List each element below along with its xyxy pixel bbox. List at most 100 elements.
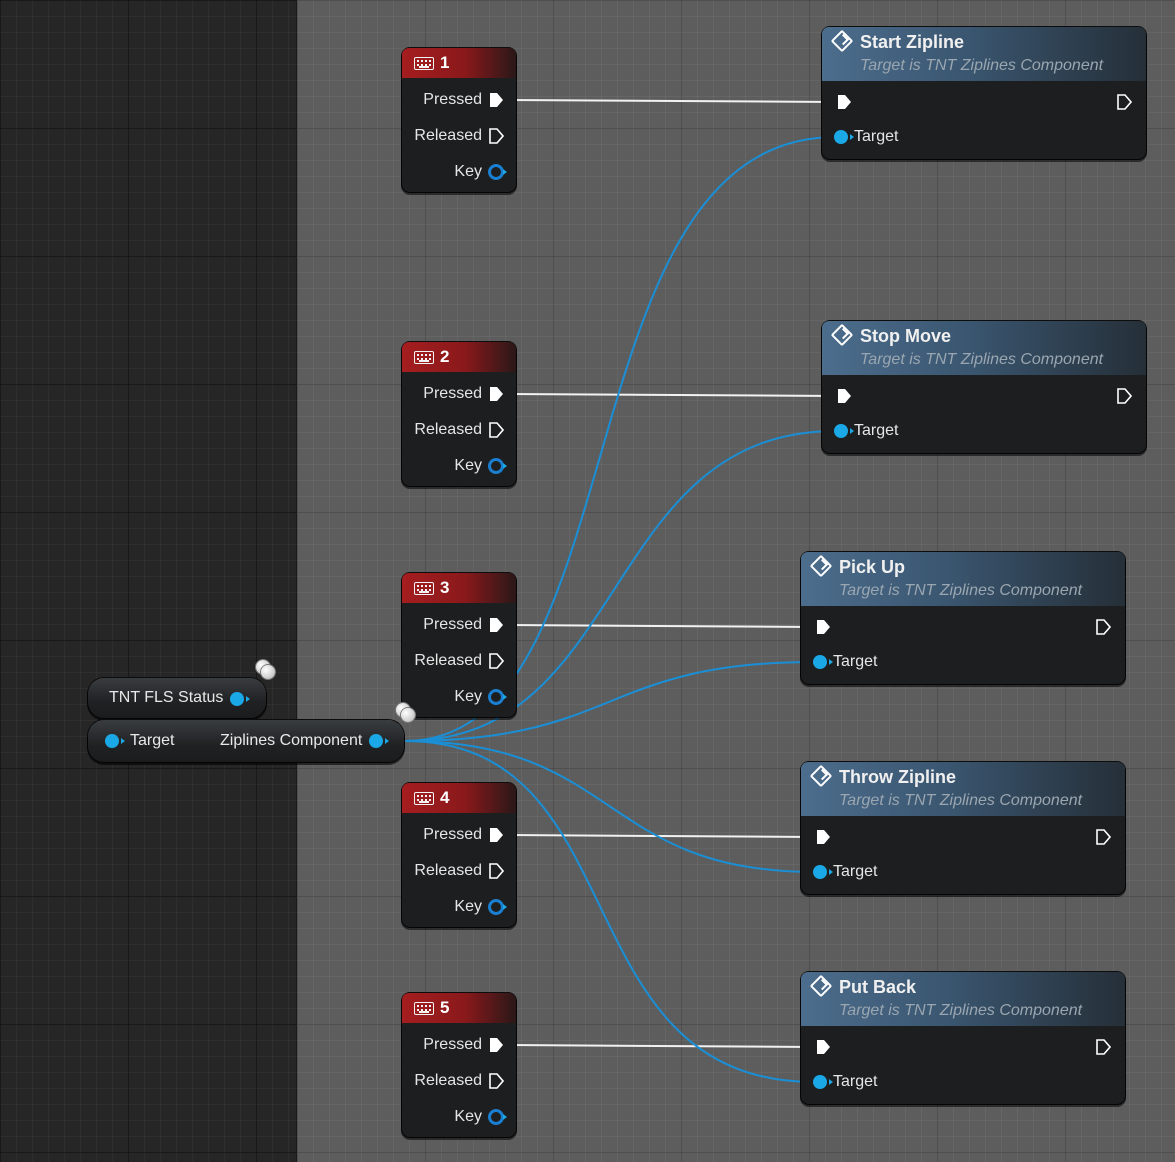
variable-node-tnt-fls-status[interactable]: TNT FLS Status bbox=[88, 678, 266, 718]
function-node-put-back[interactable]: Put Back Target is TNT Ziplines Componen… bbox=[801, 972, 1125, 1104]
pin-label: Key bbox=[454, 1108, 482, 1125]
pin-label: Target bbox=[833, 1073, 878, 1090]
target-pin-row[interactable]: Target bbox=[834, 419, 904, 443]
pin-label: Pressed bbox=[423, 826, 482, 843]
target-pin-row[interactable]: Target bbox=[813, 650, 883, 674]
function-node-throw-zipline[interactable]: Throw Zipline Target is TNT Ziplines Com… bbox=[801, 762, 1125, 894]
key-node-title: 5 bbox=[440, 998, 450, 1017]
exec-pin-hollow-icon[interactable] bbox=[488, 128, 504, 144]
exec-in-pin-icon[interactable] bbox=[836, 94, 852, 110]
exec-pin-hollow-icon[interactable] bbox=[488, 863, 504, 879]
exec-pin-filled-icon[interactable] bbox=[488, 617, 504, 633]
pin-label: Pressed bbox=[423, 385, 482, 402]
released-pin-row[interactable]: Released bbox=[408, 859, 504, 883]
pin-label: Released bbox=[414, 1072, 482, 1089]
key-pin-row[interactable]: Key bbox=[448, 1105, 504, 1129]
struct-pin-icon[interactable] bbox=[488, 458, 504, 474]
function-title: Put Back bbox=[839, 977, 917, 997]
function-node-pick-up[interactable]: Pick Up Target is TNT Ziplines Component… bbox=[801, 552, 1125, 684]
keyboard-icon bbox=[414, 350, 434, 364]
pin-label: Target bbox=[854, 128, 899, 145]
exec-pin-filled-icon[interactable] bbox=[488, 1037, 504, 1053]
getter-input-label: Target bbox=[130, 732, 175, 749]
object-pin-icon[interactable] bbox=[834, 130, 848, 144]
exec-out-pin-icon[interactable] bbox=[1095, 619, 1111, 635]
exec-pin-filled-icon[interactable] bbox=[488, 827, 504, 843]
function-node-start-zipline[interactable]: Start Zipline Target is TNT Ziplines Com… bbox=[822, 27, 1146, 159]
exec-pin-hollow-icon[interactable] bbox=[488, 422, 504, 438]
pin-label: Released bbox=[414, 652, 482, 669]
pin-label: Target bbox=[854, 422, 899, 439]
pin-label: Key bbox=[454, 457, 482, 474]
released-pin-row[interactable]: Released bbox=[408, 649, 504, 673]
function-subtitle: Target is TNT Ziplines Component bbox=[860, 351, 1104, 368]
released-pin-row[interactable]: Released bbox=[408, 124, 504, 148]
pin-label: Pressed bbox=[423, 1036, 482, 1053]
pin-label: Released bbox=[414, 421, 482, 438]
struct-pin-icon[interactable] bbox=[488, 899, 504, 915]
key-pin-row[interactable]: Key bbox=[448, 454, 504, 478]
struct-pin-icon[interactable] bbox=[488, 164, 504, 180]
function-node-header: Start Zipline Target is TNT Ziplines Com… bbox=[822, 27, 1146, 81]
pressed-pin-row[interactable]: Pressed bbox=[417, 1033, 504, 1057]
object-pin-icon[interactable] bbox=[230, 692, 244, 706]
key-event-node-5[interactable]: 5 Pressed Released Key bbox=[402, 993, 516, 1137]
exec-pin-hollow-icon[interactable] bbox=[488, 653, 504, 669]
function-node-header: Put Back Target is TNT Ziplines Componen… bbox=[801, 972, 1125, 1026]
released-pin-row[interactable]: Released bbox=[408, 1069, 504, 1093]
key-pin-row[interactable]: Key bbox=[448, 685, 504, 709]
target-pin-row[interactable]: Target bbox=[834, 125, 904, 149]
exec-out-pin-icon[interactable] bbox=[1095, 829, 1111, 845]
object-pin-icon[interactable] bbox=[813, 1075, 827, 1089]
function-title: Pick Up bbox=[839, 557, 906, 577]
pull-component-icon bbox=[256, 660, 276, 680]
key-pin-row[interactable]: Key bbox=[448, 895, 504, 919]
function-title: Throw Zipline bbox=[839, 767, 956, 787]
key-event-node-2[interactable]: 2 Pressed Released Key bbox=[402, 342, 516, 486]
target-pin-row[interactable]: Target bbox=[813, 1070, 883, 1094]
pressed-pin-row[interactable]: Pressed bbox=[417, 613, 504, 637]
function-icon bbox=[809, 554, 833, 578]
exec-pin-filled-icon[interactable] bbox=[488, 386, 504, 402]
released-pin-row[interactable]: Released bbox=[408, 418, 504, 442]
object-pin-icon[interactable] bbox=[834, 424, 848, 438]
exec-out-pin-icon[interactable] bbox=[1116, 388, 1132, 404]
exec-out-pin-icon[interactable] bbox=[1116, 94, 1132, 110]
exec-pin-hollow-icon[interactable] bbox=[488, 1073, 504, 1089]
key-pin-row[interactable]: Key bbox=[448, 160, 504, 184]
pull-component-icon bbox=[396, 703, 416, 723]
target-pin-row[interactable]: Target bbox=[813, 860, 883, 884]
exec-in-pin-icon[interactable] bbox=[815, 1039, 831, 1055]
struct-pin-icon[interactable] bbox=[488, 1109, 504, 1125]
function-node-header: Throw Zipline Target is TNT Ziplines Com… bbox=[801, 762, 1125, 816]
exec-pin-filled-icon[interactable] bbox=[488, 92, 504, 108]
key-event-node-3[interactable]: 3 Pressed Released Key bbox=[402, 573, 516, 717]
key-event-node-1[interactable]: 1 Pressed Released Key bbox=[402, 48, 516, 192]
getter-node-ziplines-component[interactable]: Target Ziplines Component bbox=[88, 720, 404, 762]
object-pin-icon[interactable] bbox=[369, 734, 383, 748]
function-title: Start Zipline bbox=[860, 32, 965, 52]
key-node-header: 4 bbox=[402, 783, 516, 813]
function-subtitle: Target is TNT Ziplines Component bbox=[839, 582, 1083, 599]
object-pin-icon[interactable] bbox=[813, 655, 827, 669]
getter-output-label: Ziplines Component bbox=[220, 732, 363, 749]
pressed-pin-row[interactable]: Pressed bbox=[417, 88, 504, 112]
exec-out-pin-icon[interactable] bbox=[1095, 1039, 1111, 1055]
pin-label: Pressed bbox=[423, 91, 482, 108]
function-node-header: Stop Move Target is TNT Ziplines Compone… bbox=[822, 321, 1146, 375]
object-pin-icon[interactable] bbox=[105, 734, 119, 748]
exec-in-pin-icon[interactable] bbox=[815, 619, 831, 635]
key-event-node-4[interactable]: 4 Pressed Released Key bbox=[402, 783, 516, 927]
function-node-stop-move[interactable]: Stop Move Target is TNT Ziplines Compone… bbox=[822, 321, 1146, 453]
exec-in-pin-icon[interactable] bbox=[815, 829, 831, 845]
pin-label: Key bbox=[454, 163, 482, 180]
pressed-pin-row[interactable]: Pressed bbox=[417, 382, 504, 406]
exec-in-pin-icon[interactable] bbox=[836, 388, 852, 404]
left-panel-canvas bbox=[0, 0, 297, 1162]
keyboard-icon bbox=[414, 791, 434, 805]
struct-pin-icon[interactable] bbox=[488, 689, 504, 705]
pressed-pin-row[interactable]: Pressed bbox=[417, 823, 504, 847]
function-icon bbox=[809, 974, 833, 998]
function-icon bbox=[830, 29, 854, 53]
object-pin-icon[interactable] bbox=[813, 865, 827, 879]
